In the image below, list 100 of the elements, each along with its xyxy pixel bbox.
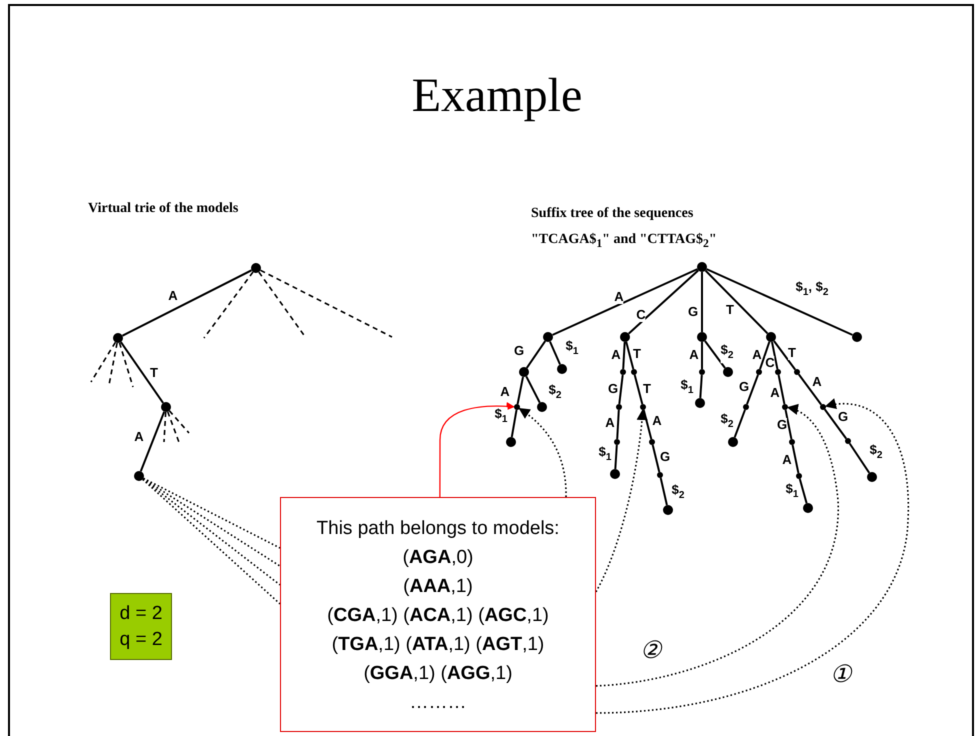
tree-node [610,469,620,479]
tree-node [756,369,762,375]
tree-edge [824,408,847,440]
tree-node [657,472,663,478]
panel-heading: Virtual trie of the models [88,201,238,217]
step-number: ① [830,660,852,688]
tree-node [506,437,516,447]
edge-label: C [765,356,775,370]
tree-node [820,404,826,410]
dashed-branch [260,270,392,338]
tree-edge [525,376,541,404]
tree-node [161,402,171,412]
tree-node [796,473,802,479]
tree-edge [628,270,699,334]
tree-node [620,332,630,342]
tree-node [723,367,733,377]
edge-label: A [134,430,144,444]
edge-label: A [652,414,662,428]
tree-node [134,471,144,481]
tree-node [699,369,705,375]
tree-edge [746,374,759,405]
tree-edge [614,444,618,470]
tree-edge [549,341,561,365]
tree-node [251,263,261,273]
edge-label: G [608,382,618,396]
dashed-branch [203,272,254,338]
edge-label: C [636,308,646,322]
tree-edge [625,342,634,370]
model-list-line: (TGA,1) (ATA,1) (AGT,1) [332,633,544,657]
model-list-line: (GGA,1) (AGG,1) [364,662,512,686]
tree-edge [616,410,620,440]
tree-edge [773,340,796,370]
tree-edge [122,269,252,337]
dashed-branch [108,342,118,386]
parameter-text: d = 2 [120,602,162,626]
edge-label: T [788,346,796,360]
tree-edge [798,374,822,406]
dashed-branch [163,412,166,442]
model-list-line: (AGA,0) [402,546,474,570]
edge-label: T [150,366,158,380]
tree-edge [622,342,626,370]
tree-edge [634,374,644,404]
callout-heading: This path belongs to models: [316,517,560,541]
tree-edge [660,478,668,506]
dashed-branch [118,342,134,388]
edge-label: A [782,453,792,467]
dotted-line [142,478,280,586]
tree-node [663,505,673,515]
edge-label: A [168,289,178,303]
dotted-line [142,478,281,604]
tree-node [845,438,851,444]
tree-node [620,369,626,375]
tree-node [775,369,781,375]
tree-node [803,503,813,513]
tree-node [543,332,553,342]
tree-edge [701,342,703,369]
tree-node [537,402,547,412]
tree-edge [784,410,792,440]
edge-label: G [514,344,524,358]
tree-edge [516,376,524,404]
tree-node [614,439,620,445]
edge-label: G [738,380,750,394]
tree-node [743,404,749,410]
dashed-branch [168,410,190,434]
edge-label: A [605,416,615,430]
tree-edge [618,374,624,404]
parameter-box [110,593,172,660]
tree-node [113,333,123,343]
tree-edge [792,444,800,474]
tree-edge [120,342,164,404]
tree-edge [704,340,726,369]
tree-edge [759,341,770,370]
edge-label: A [500,385,510,399]
tree-node [631,369,637,375]
edge-label: G [660,450,670,464]
tree-node [867,472,877,482]
edge-label: $$_{2}$ [720,343,734,363]
tree-edge [771,342,778,370]
tree-edge [140,411,166,472]
tree-edge [798,478,808,504]
tree-edge [701,272,703,332]
dotted-line [143,478,280,549]
arrow [518,408,567,498]
edge-label: T [633,347,641,361]
tree-node [616,404,622,410]
tree-edge [778,374,786,404]
arrow [439,402,515,497]
tree-node [697,332,707,342]
tree-edge [552,268,698,336]
tree-node [782,404,788,410]
tree-edge [734,409,746,438]
tree-node [695,398,705,408]
edge-label: G [838,410,848,424]
tree-node [852,332,862,342]
dashed-branch [90,342,116,382]
step-number: ② [640,636,662,664]
tree-edge [526,340,546,368]
edge-label: G [776,418,788,432]
panel-heading: Suffix tree of the sequences "TCAGA$$_{1}$" and "CTTAG$$_{2}$" [531,205,718,252]
arrow [595,408,648,592]
